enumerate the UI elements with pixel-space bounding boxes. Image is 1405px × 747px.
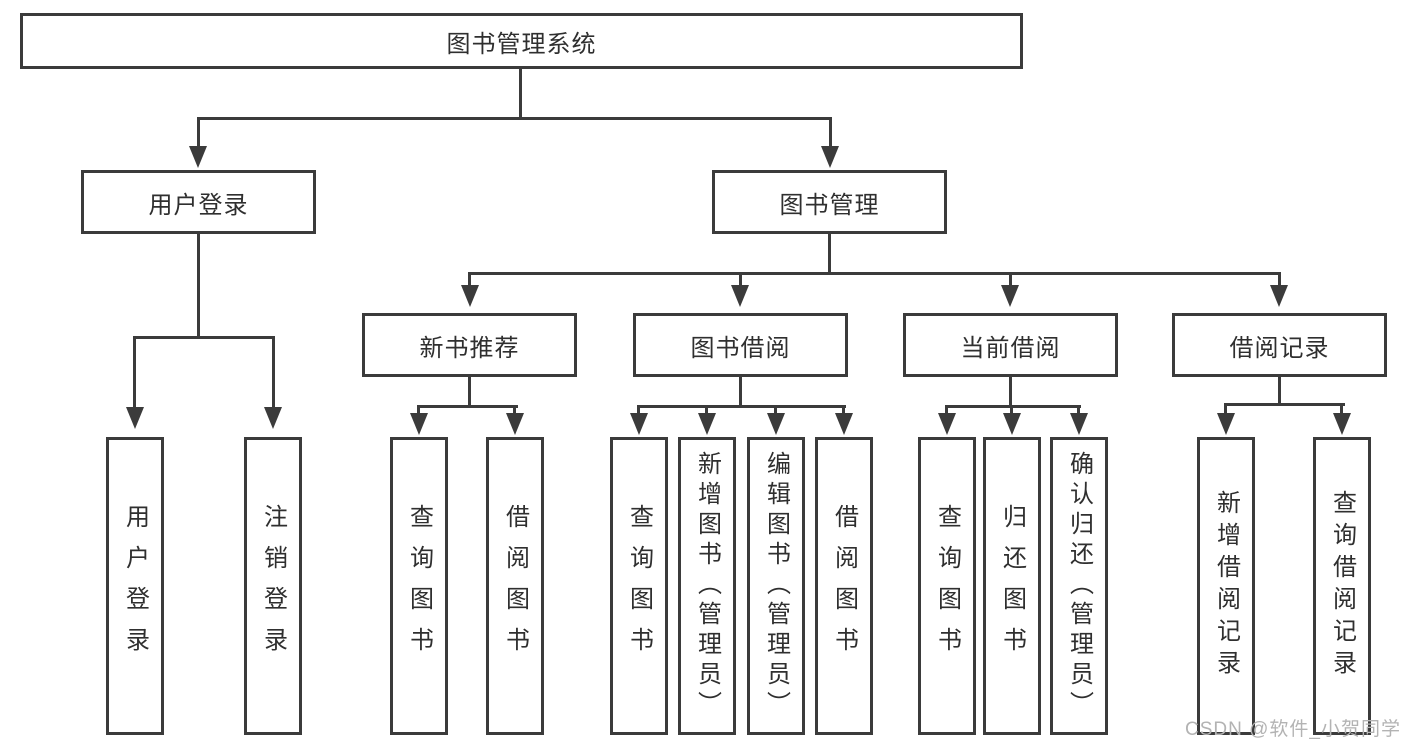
connector-line <box>945 405 1081 408</box>
connector-line <box>774 405 777 415</box>
leaf-user-login-label: 用户登录 <box>121 504 149 668</box>
connector-line <box>637 405 640 415</box>
leaf-logout: 注销登录 <box>244 437 302 735</box>
node-new-book-recommend: 新书推荐 <box>362 313 577 377</box>
connector-line <box>417 405 518 408</box>
leaf-bookborrow-add-admin: 新增图书（管理员） <box>678 437 736 735</box>
node-current-borrow-label: 当前借阅 <box>960 334 1061 362</box>
leaf-records-query: 查询借阅记录 <box>1313 437 1371 735</box>
leaf-bookborrow-query-label: 查询图书 <box>625 504 653 668</box>
connector-line <box>829 117 832 148</box>
connector-line <box>1278 272 1281 287</box>
connector-line <box>133 336 136 409</box>
node-user-login-label: 用户登录 <box>148 191 249 219</box>
connector-line <box>513 405 516 415</box>
node-new-book-recommend-label: 新书推荐 <box>419 334 520 362</box>
connector-line <box>197 117 832 120</box>
connector-line <box>828 234 831 274</box>
leaf-records-query-label: 查询借阅记录 <box>1328 490 1356 682</box>
leaf-current-confirm-return-admin: 确认归还（管理员） <box>1050 437 1108 735</box>
leaf-records-add: 新增借阅记录 <box>1197 437 1255 735</box>
connector-line <box>1340 403 1343 415</box>
node-root-label: 图书管理系统 <box>446 30 597 58</box>
arrowhead-down <box>630 413 648 435</box>
arrowhead-down <box>1217 413 1235 435</box>
arrowhead-down <box>1070 413 1088 435</box>
connector-line <box>1009 272 1012 287</box>
connector-line <box>468 272 1281 275</box>
connector-line <box>1224 403 1227 415</box>
arrowhead-down <box>821 146 839 168</box>
leaf-bookborrow-borrow: 借阅图书 <box>815 437 873 735</box>
leaf-current-return: 归还图书 <box>983 437 1041 735</box>
arrowhead-down <box>835 413 853 435</box>
arrowhead-down <box>938 413 956 435</box>
arrowhead-down <box>1333 413 1351 435</box>
node-user-login: 用户登录 <box>81 170 316 234</box>
node-book-borrow-label: 图书借阅 <box>690 334 791 362</box>
connector-line <box>637 405 846 408</box>
leaf-bookborrow-borrow-label: 借阅图书 <box>830 504 858 668</box>
leaf-newbooks-borrow-label: 借阅图书 <box>501 504 529 668</box>
leaf-current-query: 查询图书 <box>918 437 976 735</box>
arrowhead-down <box>731 285 749 307</box>
connector-line <box>133 336 275 339</box>
leaf-current-confirm-return-admin-label: 确认归还（管理员） <box>1065 451 1093 721</box>
leaf-bookborrow-edit-admin: 编辑图书（管理员） <box>747 437 805 735</box>
connector-line <box>468 376 471 407</box>
leaf-records-add-label: 新增借阅记录 <box>1212 490 1240 682</box>
connector-line <box>1224 403 1345 406</box>
connector-line <box>1009 376 1012 407</box>
leaf-bookborrow-edit-admin-label: 编辑图书（管理员） <box>762 451 790 721</box>
arrowhead-down <box>767 413 785 435</box>
connector-line <box>272 336 275 409</box>
connector-line <box>705 405 708 415</box>
connector-line <box>468 272 471 287</box>
node-current-borrow: 当前借阅 <box>903 313 1118 377</box>
node-root: 图书管理系统 <box>20 13 1023 69</box>
connector-line <box>1010 405 1013 415</box>
connector-line <box>1077 405 1080 415</box>
leaf-newbooks-query: 查询图书 <box>390 437 448 735</box>
arrowhead-down <box>1270 285 1288 307</box>
arrowhead-down <box>698 413 716 435</box>
connector-line <box>945 405 948 415</box>
arrowhead-down <box>461 285 479 307</box>
node-borrow-records: 借阅记录 <box>1172 313 1387 377</box>
connector-line <box>197 234 200 338</box>
arrowhead-down <box>264 407 282 429</box>
csdn-watermark: CSDN @软件_小贺同学 <box>1185 719 1401 740</box>
leaf-newbooks-borrow: 借阅图书 <box>486 437 544 735</box>
leaf-bookborrow-add-admin-label: 新增图书（管理员） <box>693 451 721 721</box>
leaf-bookborrow-query: 查询图书 <box>610 437 668 735</box>
connector-line <box>417 405 420 415</box>
connector-line <box>739 272 742 287</box>
leaf-user-login: 用户登录 <box>106 437 164 735</box>
connector-line <box>842 405 845 415</box>
arrowhead-down <box>1003 413 1021 435</box>
leaf-current-query-label: 查询图书 <box>933 504 961 668</box>
connector-line <box>739 376 742 407</box>
connector-line <box>1278 376 1281 405</box>
leaf-newbooks-query-label: 查询图书 <box>405 504 433 668</box>
leaf-logout-label: 注销登录 <box>259 504 287 668</box>
connector-line <box>197 117 200 148</box>
connector-line <box>519 69 522 117</box>
node-book-management-label: 图书管理 <box>779 191 880 219</box>
arrowhead-down <box>506 413 524 435</box>
arrowhead-down <box>410 413 428 435</box>
node-book-management: 图书管理 <box>712 170 947 234</box>
arrowhead-down <box>126 407 144 429</box>
node-borrow-records-label: 借阅记录 <box>1229 334 1330 362</box>
arrowhead-down <box>189 146 207 168</box>
leaf-current-return-label: 归还图书 <box>998 504 1026 668</box>
node-book-borrow: 图书借阅 <box>633 313 848 377</box>
arrowhead-down <box>1001 285 1019 307</box>
